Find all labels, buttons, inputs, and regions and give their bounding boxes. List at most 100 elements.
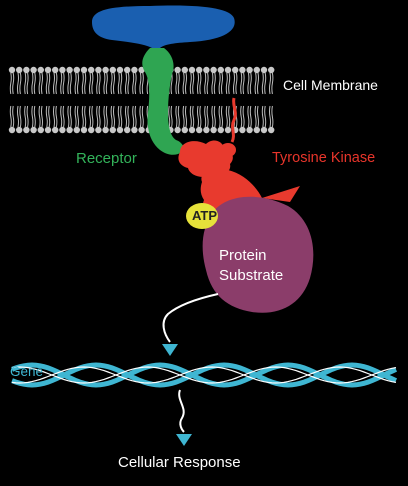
lipid-head — [131, 126, 138, 134]
lipid-tail — [184, 105, 188, 128]
lipid-tail — [96, 105, 99, 128]
lipid-head — [246, 66, 253, 74]
lipid-tail — [112, 105, 116, 128]
lipid-head — [23, 126, 30, 134]
lipid-tail — [247, 72, 250, 95]
lipid-tail — [103, 72, 106, 95]
lipid-head — [37, 66, 44, 74]
lipid-head — [210, 126, 217, 134]
lipid-head — [88, 126, 95, 134]
lipid-tail — [38, 72, 41, 95]
lipid-tail — [24, 105, 27, 128]
atp-shape — [186, 203, 218, 229]
lipid-tail — [81, 72, 84, 95]
signal-arrowhead-2 — [176, 434, 192, 446]
cellular-response-label: Cellular Response — [118, 454, 241, 471]
protein-substrate-shape — [202, 196, 314, 313]
lipid-tail — [177, 105, 180, 128]
lipid-tail — [264, 72, 267, 95]
protein-substrate-label: Protein Substrate — [219, 247, 284, 284]
kinase-arrow — [262, 186, 300, 202]
lipid-tail — [240, 105, 243, 128]
atp-label: ATP — [192, 208, 218, 223]
lipid-tail — [76, 72, 80, 95]
lipid-tail — [141, 105, 144, 128]
lipid-tail — [218, 72, 221, 95]
lipid-head — [188, 66, 196, 74]
lipid-tail — [62, 105, 65, 128]
lipid-tail — [67, 72, 70, 95]
gene-dna — [11, 362, 398, 388]
lipid-tail — [52, 105, 56, 128]
lipid-tail — [60, 72, 63, 95]
lipid-tail — [139, 105, 142, 128]
lipid-tail — [16, 72, 20, 95]
lipid-tail — [48, 72, 51, 95]
lipid-head — [59, 126, 66, 134]
lipid-tail — [134, 105, 137, 128]
lipid-tail — [26, 105, 29, 128]
lipid-head — [253, 126, 260, 134]
lipid-tail — [220, 105, 224, 128]
lipid-tail — [132, 105, 135, 128]
lipid-tail — [134, 72, 137, 95]
lipid-tail — [132, 72, 135, 95]
lipid-tail — [211, 105, 214, 128]
lipid-tail — [112, 72, 116, 95]
lipid-head — [44, 126, 52, 134]
lipid-tail — [196, 72, 200, 95]
lipid-head — [232, 66, 239, 74]
lipid-head — [80, 126, 88, 134]
lipid-tail — [38, 105, 41, 128]
lipid-tail — [40, 72, 44, 95]
lipid-tail — [271, 105, 274, 128]
lipid-head — [124, 126, 131, 134]
lipid-tail — [52, 72, 56, 95]
lipid-head — [88, 66, 95, 74]
lipid-tail — [31, 72, 34, 95]
lipid-head — [260, 126, 268, 134]
lipid-tail — [242, 72, 245, 95]
lipid-tail — [240, 72, 243, 95]
lipid-tail — [220, 72, 224, 95]
lipid-tail — [48, 105, 51, 128]
signal-arrow-2 — [178, 389, 185, 433]
lipid-tail — [170, 105, 173, 128]
lipid-tail — [225, 72, 228, 95]
lipid-tail — [19, 105, 22, 128]
lipid-tail — [218, 105, 221, 128]
lipid-head — [109, 66, 117, 74]
lipid-tail — [139, 72, 142, 95]
lipid-tail — [9, 72, 12, 95]
kinase-tail — [230, 97, 237, 143]
lipid-head — [181, 126, 188, 134]
lipid-tail — [33, 105, 36, 128]
lipid-tail — [141, 72, 144, 95]
lipid-tail — [117, 72, 120, 95]
lipid-tail — [254, 105, 257, 128]
lipid-tail — [24, 72, 27, 95]
cell-membrane-bilayer — [8, 66, 275, 134]
gene-strand — [11, 366, 397, 384]
lipid-tail — [81, 105, 84, 128]
lipid-head — [217, 66, 224, 74]
lipid-head — [268, 66, 275, 74]
lipid-head — [66, 126, 73, 134]
lipid-head — [37, 126, 44, 134]
lipid-tail — [62, 72, 65, 95]
lipid-head — [174, 66, 181, 74]
lipid-tail — [261, 72, 264, 95]
lipid-tail — [268, 72, 272, 95]
lipid-head — [196, 66, 203, 74]
lipid-tail — [127, 72, 130, 95]
lipid-tail — [211, 72, 214, 95]
lipid-tail — [271, 72, 274, 95]
lipid-head — [80, 66, 88, 74]
lipid-tail — [105, 105, 108, 128]
lipid-tail — [254, 72, 257, 95]
lipid-head — [102, 66, 109, 74]
lipid-tail — [40, 105, 44, 128]
lipid-head — [116, 66, 124, 74]
